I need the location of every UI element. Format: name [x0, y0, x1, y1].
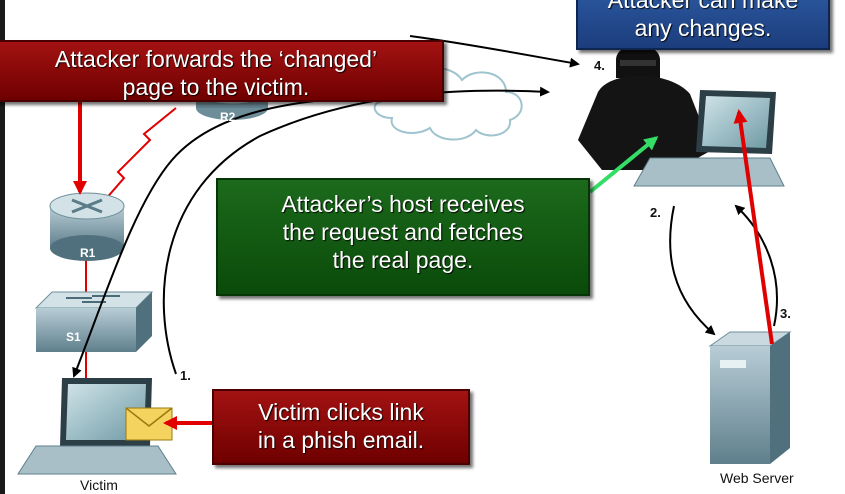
callout-line: Attacker’s host receives: [281, 191, 525, 217]
serial-link: [97, 107, 177, 209]
step-4-label: 4.: [594, 58, 605, 73]
laptop-icon: [17, 378, 177, 475]
arrow-forward-victim: [72, 95, 379, 378]
callout-line: Attacker can make: [607, 0, 799, 13]
frame-edge: [0, 0, 5, 494]
callout-attacker-host: Attacker’s host receives the request and…: [216, 178, 590, 296]
arrow-step-3: [734, 204, 778, 327]
step-1-label: 1.: [180, 368, 191, 383]
callout-line: any changes.: [634, 15, 772, 41]
router-icon: [49, 192, 125, 261]
pointer-green: [588, 136, 659, 194]
step-3-label: 3.: [780, 306, 791, 321]
callout-line: the request and fetches: [282, 219, 524, 245]
arrow-step-4: [409, 35, 580, 68]
callout-line: Attacker forwards the ‘changed’: [54, 46, 378, 72]
server-label: Web Server: [720, 470, 794, 486]
pointer-to-attacker-laptop: [733, 109, 774, 345]
router-label: R1: [80, 246, 96, 260]
attacker-icon: [578, 45, 712, 170]
callout-attacker-changes: Attacker can make any changes.: [576, 0, 830, 50]
switch-label: S1: [66, 330, 81, 344]
step-2-label: 2.: [650, 205, 661, 220]
email-icon: [125, 407, 173, 441]
callout-line: Victim clicks link: [258, 399, 424, 425]
arrow-step-2: [669, 205, 716, 336]
callout-line: page to the victim.: [122, 74, 310, 100]
router2-label: R2: [220, 110, 236, 124]
victim-label: Victim: [80, 477, 118, 493]
callout-line: in a phish email.: [257, 427, 425, 453]
arrow-step-1: [162, 86, 550, 375]
server-icon: [708, 331, 792, 464]
callout-line: the real page.: [332, 247, 474, 273]
callout-victim-clicks: Victim clicks link in a phish email.: [212, 389, 470, 465]
callout-forwards-page: Attacker forwards the ‘changed’ page to …: [0, 40, 444, 102]
